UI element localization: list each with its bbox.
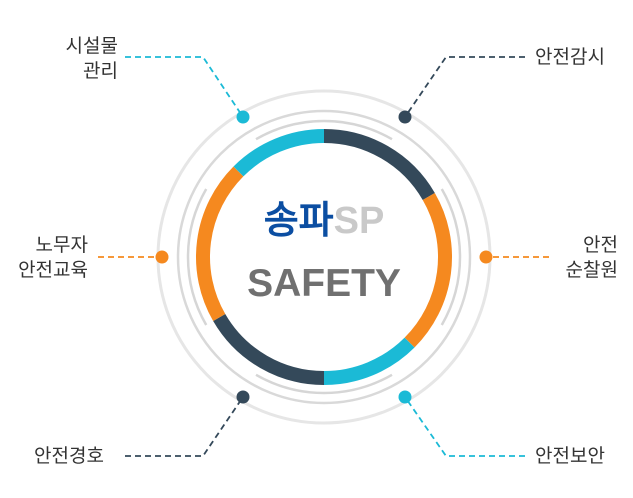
node-dot-mid-left [155,250,169,264]
label-mid-left-line2: 안전교육 [18,259,88,281]
color-ring-segment [213,313,325,385]
label-top-left-line1: 시설물 [65,35,118,57]
thin-ring-arc [255,373,393,395]
label-mid-right: 안전 순찰원 [556,233,618,283]
label-mid-right-line2: 순찰원 [565,259,618,281]
logo-korean: 송파 [264,198,334,242]
label-mid-left-line1: 노무자 [35,234,88,256]
connector-top-left [125,56,244,118]
label-top-left-line2: 관리 [83,60,118,82]
label-bottom-right: 안전보안 [535,444,605,469]
label-bottom-left-line1: 안전경호 [34,445,104,467]
label-top-right-line1: 안전감시 [535,46,605,68]
connectors [98,56,549,457]
label-mid-left: 노무자 안전교육 [4,233,88,283]
label-top-right: 안전감시 [535,45,605,70]
logo-sp: SP [334,200,385,242]
node-dot-top-right [398,110,412,124]
node-dot-bottom-left [236,390,250,404]
color-ring-segment [233,129,325,177]
node-dot-top-left [236,110,250,124]
label-bottom-right-line1: 안전보안 [535,445,605,467]
node-dot-bottom-right [398,390,412,404]
label-bottom-left: 안전경호 [34,444,104,469]
logo-brand: 송파SP [264,198,385,242]
color-ring [196,129,452,385]
label-mid-right-line1: 안전 [583,234,618,256]
middle-ring [176,109,472,405]
label-top-left: 시설물 관리 [40,34,118,84]
thin-ring-arc [255,119,393,141]
logo-tagline: SAFETY [247,262,401,305]
connector-bottom-right [404,396,525,457]
connector-bottom-left [125,396,244,457]
color-ring-segment [404,193,452,348]
connector-top-right [404,56,525,118]
thin-ring-arc [186,188,208,326]
color-ring-segment [196,166,244,321]
inner-thin-ring [186,119,462,395]
thin-ring-arc [440,188,462,326]
color-ring-segment [323,337,415,385]
node-dot-mid-right [479,250,493,264]
color-ring-segment [323,129,435,201]
